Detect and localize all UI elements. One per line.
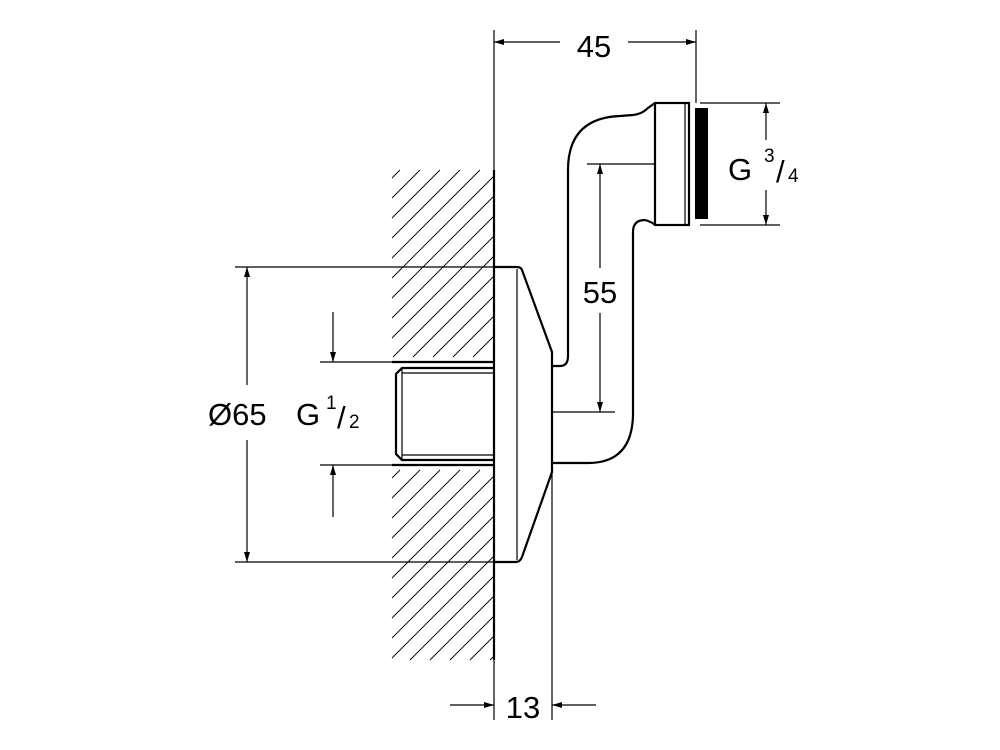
dimension-inlet-thread: G 1 / 2 bbox=[296, 312, 396, 517]
hatch-line bbox=[391, 175, 495, 279]
hatch-line bbox=[391, 555, 495, 659]
hatch-line bbox=[472, 335, 495, 358]
hatch-line bbox=[391, 169, 441, 219]
outlet-thread-prefix: G bbox=[728, 152, 752, 187]
dimension-rosette-diameter: Ø65 bbox=[208, 266, 494, 563]
hatch-line bbox=[391, 169, 461, 239]
dim-55-label: 55 bbox=[583, 275, 617, 310]
dimension-55: 55 bbox=[553, 163, 655, 413]
hatch-line bbox=[391, 195, 495, 299]
rosette bbox=[494, 265, 554, 564]
hatch-line bbox=[392, 255, 495, 358]
dimension-outlet-thread: G 3 / 4 bbox=[700, 102, 799, 226]
dim-13-label: 13 bbox=[506, 690, 540, 725]
hatch-line bbox=[391, 475, 495, 579]
hatch-line bbox=[391, 469, 481, 559]
hatch-line bbox=[391, 469, 421, 499]
hatch-line bbox=[391, 235, 495, 339]
outlet-thread-num: 3 bbox=[764, 146, 775, 167]
inlet-thread-slash: / bbox=[337, 400, 346, 435]
wall-hatching bbox=[391, 169, 495, 661]
inlet-thread-num: 1 bbox=[326, 393, 337, 414]
hatch-line bbox=[391, 469, 401, 479]
hatch-line bbox=[412, 275, 495, 358]
dimension-13: 13 bbox=[450, 472, 596, 725]
dimension-45: 45 bbox=[493, 29, 697, 170]
hatch-line bbox=[391, 469, 441, 519]
hatch-line bbox=[432, 295, 495, 358]
rosette-diameter-label: Ø65 bbox=[208, 397, 267, 432]
hatch-line bbox=[391, 469, 461, 539]
outlet-thread-slash: / bbox=[776, 154, 785, 189]
hatch-line bbox=[391, 169, 401, 179]
hatch-line bbox=[452, 315, 495, 358]
hatch-line bbox=[391, 169, 421, 199]
dim-45-label: 45 bbox=[577, 29, 611, 64]
inlet-thread-prefix: G bbox=[296, 397, 320, 432]
hatch-line bbox=[391, 169, 481, 259]
offset-elbow-pipe bbox=[552, 101, 708, 465]
hatch-line bbox=[391, 535, 495, 639]
seal-ring bbox=[695, 108, 708, 219]
inlet-thread-den: 2 bbox=[349, 412, 360, 433]
hatch-line bbox=[409, 575, 495, 661]
hatch-line bbox=[429, 595, 495, 661]
hatch-line bbox=[469, 635, 495, 661]
hatch-line bbox=[449, 615, 495, 661]
outlet-thread-den: 4 bbox=[788, 166, 799, 187]
hatch-line bbox=[391, 495, 495, 599]
inlet-thread-nipple bbox=[394, 366, 494, 462]
hatch-line bbox=[391, 515, 495, 619]
